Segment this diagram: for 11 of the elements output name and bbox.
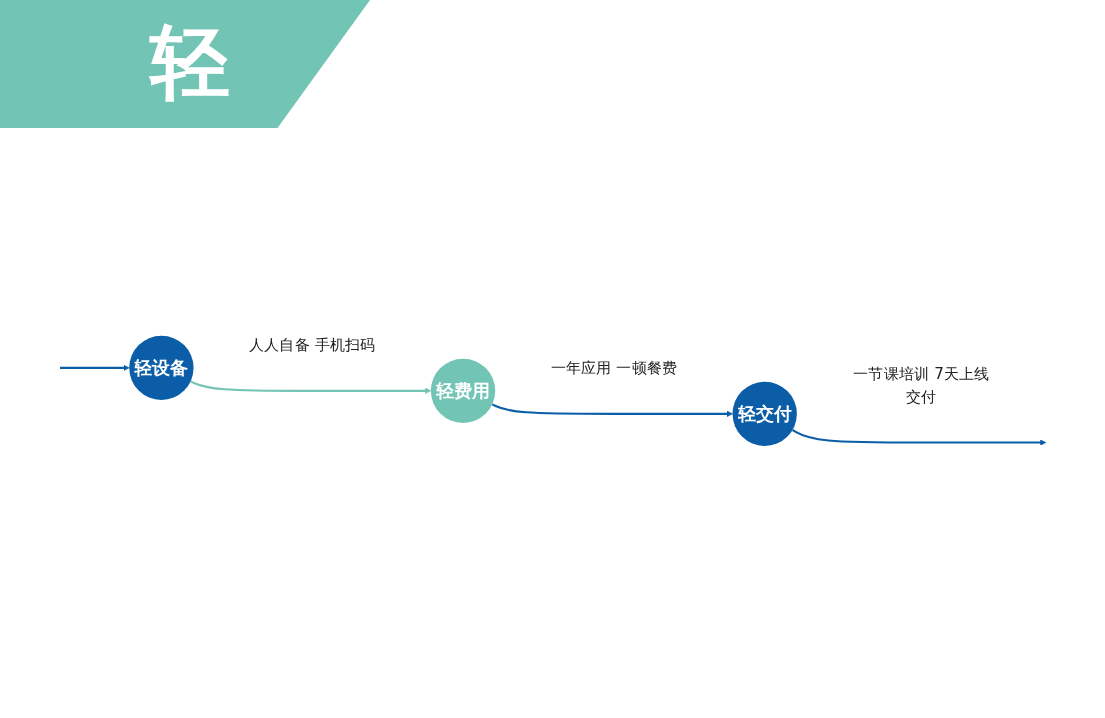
node-label: 一年应用 一顿餐费 [550,359,677,377]
node-circle: 轻交付 [732,381,797,447]
node-label: 人人自备 手机扫码 [248,336,376,354]
node-circle: 轻费用 [430,358,495,424]
arrow [189,380,431,394]
node-circle: 轻设备 [128,335,194,400]
arrow [59,364,129,371]
arrow [491,403,733,417]
arrow [791,429,1046,446]
title-banner: 轻 [0,0,370,128]
node-label: 一节课培训 7天上线交付 [852,365,990,406]
